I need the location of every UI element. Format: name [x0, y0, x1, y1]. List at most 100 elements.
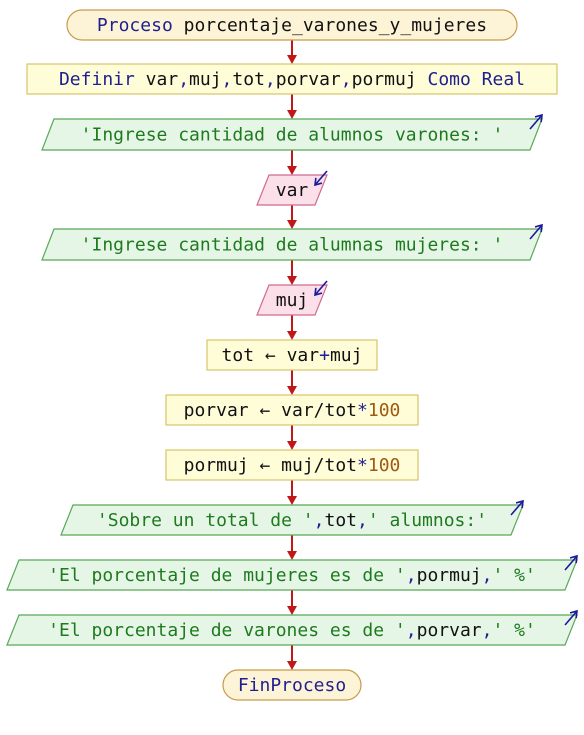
- label-segment: porvar: [184, 400, 260, 421]
- label-segment: *: [357, 400, 368, 421]
- label-segment: 'El porcentaje de mujeres es de ': [48, 565, 406, 586]
- output-arrow-icon: [564, 610, 578, 626]
- input-shape: [256, 284, 328, 316]
- node-finproceso: FinProceso: [222, 669, 362, 701]
- input-shape: [256, 174, 328, 206]
- process-shape: [165, 394, 419, 426]
- node-in-muj: muj: [256, 280, 328, 316]
- node-out-total: 'Sobre un total de ',tot,' alumnos:': [60, 499, 524, 536]
- output-shape: [41, 228, 543, 261]
- label-segment: 100: [368, 455, 401, 476]
- label-segment: 'Ingrese cantidad de alumnos varones: ': [81, 125, 504, 146]
- node-label: pormuj ← muj/tot*100: [184, 455, 401, 476]
- label-segment: pormuj: [417, 565, 482, 586]
- node-label: 'Ingrese cantidad de alumnos varones: ': [81, 125, 504, 146]
- output-shape: [41, 118, 543, 151]
- node-label: var: [276, 180, 309, 201]
- label-segment: *: [357, 455, 368, 476]
- node-in-var: var: [256, 170, 328, 206]
- label-segment: porcentaje_varones_y_mujeres: [184, 15, 487, 36]
- label-segment: ,: [314, 510, 325, 531]
- connector-arrowhead: [287, 386, 297, 395]
- label-segment: ,: [178, 69, 189, 90]
- label-segment: ' %': [492, 565, 535, 586]
- input-arrow-icon: [314, 170, 328, 186]
- label-segment: muj: [330, 345, 363, 366]
- node-label: Definir var,muj,tot,porvar,pormuj Como R…: [59, 69, 525, 90]
- output-arrow-icon: [564, 555, 578, 571]
- node-out-porvar: 'El porcentaje de varones es de ',porvar…: [6, 609, 578, 646]
- input-arrow-icon: [314, 280, 328, 296]
- output-arrowhead-icon: [569, 609, 578, 619]
- connector-arrowhead: [287, 606, 297, 615]
- flow-nodes: Proceso porcentaje_varones_y_mujeresDefi…: [6, 9, 578, 701]
- label-segment: var: [276, 345, 320, 366]
- connector-arrowhead: [287, 551, 297, 560]
- label-segment: var/tot: [270, 400, 357, 421]
- node-label: muj: [276, 290, 309, 311]
- terminal-shape: [66, 9, 518, 41]
- node-proceso: Proceso porcentaje_varones_y_mujeres: [66, 9, 518, 41]
- label-segment: ,: [482, 620, 493, 641]
- label-segment: ←: [259, 400, 270, 421]
- output-arrowhead-icon: [534, 113, 543, 123]
- node-label: tot ← var+muj: [222, 345, 363, 366]
- label-segment: 100: [368, 400, 401, 421]
- node-label: Proceso porcentaje_varones_y_mujeres: [97, 15, 487, 36]
- label-segment: porvar: [417, 620, 482, 641]
- label-segment: ,: [265, 69, 276, 90]
- label-segment: tot: [232, 69, 265, 90]
- connector-arrowhead: [287, 55, 297, 64]
- label-segment: muj: [189, 69, 222, 90]
- connector-arrowhead: [287, 331, 297, 340]
- label-segment: ←: [259, 455, 270, 476]
- output-arrow-icon: [529, 114, 543, 130]
- label-segment: +: [319, 345, 330, 366]
- connector-arrowhead: [287, 110, 297, 119]
- label-segment: ,: [406, 565, 417, 586]
- output-arrowhead-icon: [569, 554, 578, 564]
- node-label: 'Sobre un total de ',tot,' alumnos:': [97, 510, 487, 531]
- label-segment: ,: [357, 510, 368, 531]
- label-segment: ,: [482, 565, 493, 586]
- node-out-mujeres: 'Ingrese cantidad de alumnas mujeres: ': [41, 223, 543, 261]
- label-segment: ,: [406, 620, 417, 641]
- label-segment: ,: [222, 69, 233, 90]
- output-arrowhead-icon: [515, 499, 524, 509]
- node-out-varones: 'Ingrese cantidad de alumnos varones: ': [41, 113, 543, 151]
- input-arrowhead-icon: [314, 287, 323, 297]
- node-label: 'El porcentaje de mujeres es de ',pormuj…: [48, 565, 536, 586]
- label-segment: tot: [222, 345, 265, 366]
- label-segment: var: [276, 180, 309, 201]
- label-segment: ,: [341, 69, 352, 90]
- terminal-shape: [222, 669, 362, 701]
- node-label: porvar ← var/tot*100: [184, 400, 401, 421]
- label-segment: ' alumnos:': [368, 510, 487, 531]
- node-assign-tot: tot ← var+muj: [206, 339, 378, 371]
- label-segment: Como Real: [417, 69, 525, 90]
- label-segment: muj: [276, 290, 309, 311]
- label-segment: 'Sobre un total de ': [97, 510, 314, 531]
- output-shape: [60, 504, 524, 536]
- output-arrowhead-icon: [534, 223, 543, 233]
- connector-arrowhead: [287, 496, 297, 505]
- label-segment: Definir: [59, 69, 146, 90]
- node-assign-pormuj: pormuj ← muj/tot*100: [165, 449, 419, 481]
- label-segment: 'El porcentaje de varones es de ': [48, 620, 406, 641]
- node-label: 'Ingrese cantidad de alumnas mujeres: ': [81, 235, 504, 256]
- output-arrow-icon: [510, 500, 524, 516]
- output-shape: [6, 614, 578, 646]
- connector-arrowhead: [287, 276, 297, 285]
- label-segment: porvar: [276, 69, 341, 90]
- connector-arrowhead: [287, 220, 297, 229]
- label-segment: tot: [325, 510, 358, 531]
- label-segment: Proceso: [97, 15, 184, 36]
- node-assign-porvar: porvar ← var/tot*100: [165, 394, 419, 426]
- output-arrow-icon: [529, 224, 543, 240]
- label-segment: ←: [265, 345, 276, 366]
- process-shape: [26, 63, 558, 95]
- node-label: FinProceso: [238, 675, 346, 696]
- label-segment: pormuj: [352, 69, 417, 90]
- node-label: 'El porcentaje de varones es de ',porvar…: [48, 620, 536, 641]
